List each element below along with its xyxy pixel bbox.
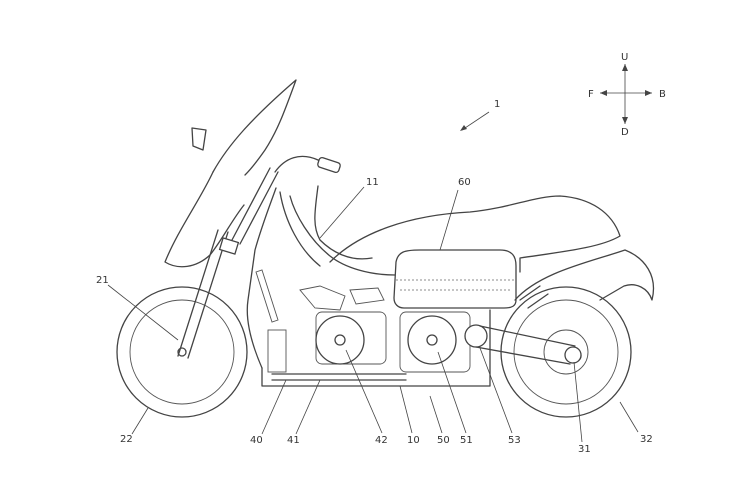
direction-compass: U D F B [588, 52, 666, 138]
down-arrow-icon [622, 117, 628, 124]
motorcycle-drawing [116, 79, 654, 418]
direction-down-label: D [621, 127, 629, 138]
up-arrow-icon [622, 64, 628, 71]
label-41: 41 [287, 435, 300, 446]
windshield-tip [191, 127, 207, 151]
label-31: 31 [578, 444, 591, 455]
label-21: 21 [96, 275, 109, 286]
swing-arm [464, 324, 582, 365]
main-reference: 1 [460, 99, 500, 131]
battery-case [393, 249, 517, 309]
label-22: 22 [120, 434, 133, 445]
main-reference-label: 1 [494, 99, 500, 110]
windshield [212, 79, 297, 176]
rear-fender [514, 249, 654, 301]
label-40: 40 [250, 435, 263, 446]
direction-back-label: B [659, 89, 666, 100]
front-cowl [164, 171, 245, 268]
front-fork [177, 229, 229, 359]
front-arrow-icon [600, 90, 607, 96]
leg-shield [246, 187, 277, 369]
label-32: 32 [640, 434, 653, 445]
seat [329, 195, 621, 273]
label-42: 42 [375, 435, 388, 446]
steering-column [231, 167, 279, 245]
direction-front-label: F [588, 89, 594, 100]
lower-frame [261, 309, 491, 387]
rear-shock [519, 285, 549, 309]
label-51: 51 [460, 435, 473, 446]
controller-box [267, 329, 287, 373]
reference-arrow-icon [460, 125, 467, 131]
frame-bracket [299, 285, 385, 311]
frame-spine [314, 185, 373, 260]
label-60: 60 [458, 177, 471, 188]
label-50: 50 [437, 435, 450, 446]
label-11: 11 [366, 177, 379, 188]
callouts: 11 60 21 22 40 41 42 10 50 51 53 31 32 [96, 177, 653, 455]
leg-shield-slot [255, 269, 279, 323]
main-frame [279, 191, 396, 276]
front-wheel [116, 286, 248, 418]
electric-motor [315, 311, 387, 365]
handlebar [274, 155, 335, 173]
label-10: 10 [407, 435, 420, 446]
direction-up-label: U [621, 52, 628, 63]
back-arrow-icon [645, 90, 652, 96]
label-53: 53 [508, 435, 521, 446]
transmission [399, 311, 471, 373]
